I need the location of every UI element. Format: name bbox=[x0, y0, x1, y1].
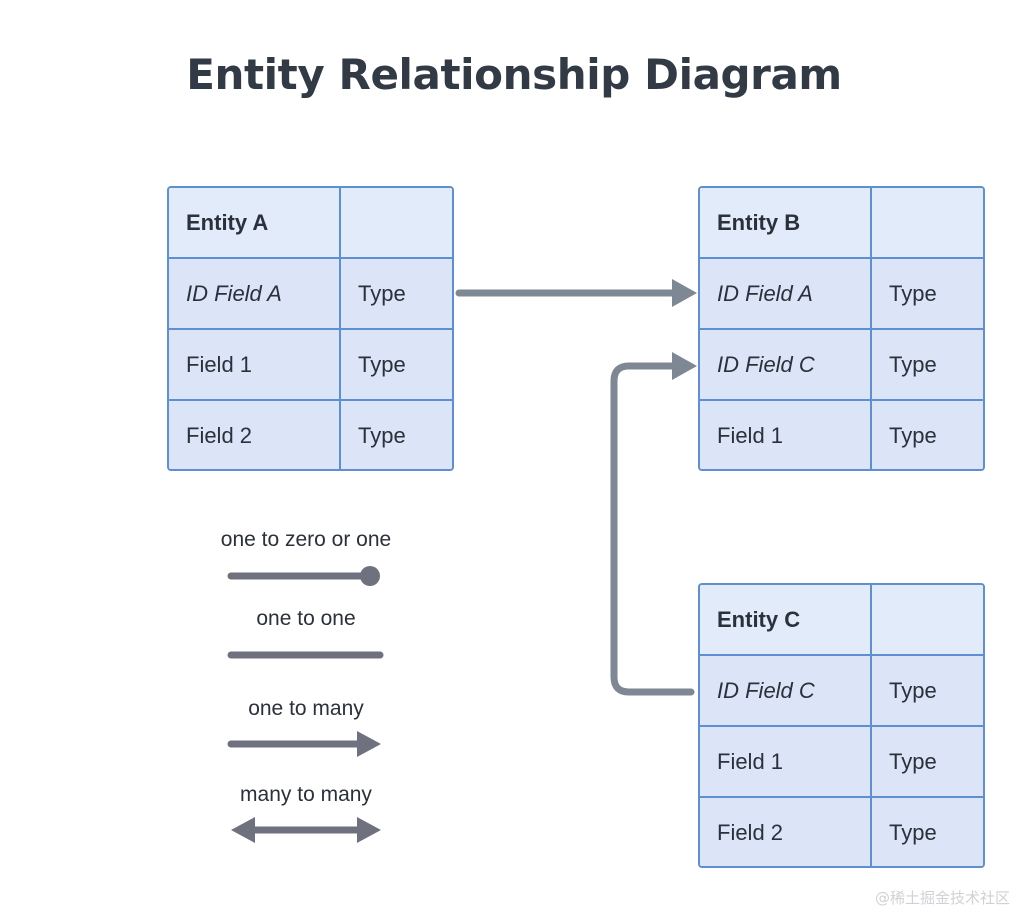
entity-c-field-1-name: Field 1 bbox=[700, 727, 872, 796]
entity-a-field-1-type: Type bbox=[341, 330, 452, 399]
entity-c-field-2-type: Type bbox=[872, 798, 983, 866]
entity-c-field-1-type: Type bbox=[872, 727, 983, 796]
entity-b-field-2-name: Field 1 bbox=[700, 401, 872, 469]
entity-b-field-1-type: Type bbox=[872, 330, 983, 399]
entity-c-field-0-type: Type bbox=[872, 656, 983, 725]
entity-table-entity-a[interactable]: Entity A ID Field A Type Field 1 Type Fi… bbox=[167, 186, 454, 471]
entity-a-name: Entity A bbox=[169, 188, 341, 257]
page-title: Entity Relationship Diagram bbox=[186, 50, 842, 99]
legend-marker-one-to-many bbox=[227, 731, 381, 757]
legend-marker-many-to-many bbox=[231, 817, 381, 843]
entity-b-field-row[interactable]: ID Field C Type bbox=[700, 330, 983, 401]
entity-a-field-row[interactable]: Field 2 Type bbox=[169, 401, 452, 469]
entity-a-field-0-name: ID Field A bbox=[169, 259, 341, 328]
connector-c-to-b bbox=[610, 352, 697, 696]
entity-a-field-row[interactable]: Field 1 Type bbox=[169, 330, 452, 401]
entity-a-field-0-type: Type bbox=[341, 259, 452, 328]
entity-table-entity-c[interactable]: Entity C ID Field C Type Field 1 Type Fi… bbox=[698, 583, 985, 868]
watermark: @稀土掘金技术社区 bbox=[874, 889, 1010, 907]
entity-table-entity-b[interactable]: Entity B ID Field A Type ID Field C Type… bbox=[698, 186, 985, 471]
entity-a-header-row: Entity A bbox=[169, 188, 452, 259]
entity-b-header-type bbox=[872, 188, 983, 257]
entity-a-field-2-type: Type bbox=[341, 401, 452, 469]
entity-a-header-type bbox=[341, 188, 452, 257]
entity-b-field-0-type: Type bbox=[872, 259, 983, 328]
entity-b-field-row[interactable]: Field 1 Type bbox=[700, 401, 983, 469]
legend-label-one-to-many: one to many bbox=[248, 697, 364, 720]
entity-c-header-row: Entity C bbox=[700, 585, 983, 656]
entity-b-field-0-name: ID Field A bbox=[700, 259, 872, 328]
entity-b-field-row[interactable]: ID Field A Type bbox=[700, 259, 983, 330]
entity-b-header-row: Entity B bbox=[700, 188, 983, 259]
entity-a-field-1-name: Field 1 bbox=[169, 330, 341, 399]
legend-label-many-to-many: many to many bbox=[240, 783, 372, 806]
legend-marker-one-to-zero-or-one bbox=[227, 566, 380, 586]
entity-c-field-row[interactable]: ID Field C Type bbox=[700, 656, 983, 727]
entity-c-header-type bbox=[872, 585, 983, 654]
entity-b-name: Entity B bbox=[700, 188, 872, 257]
entity-a-field-2-name: Field 2 bbox=[169, 401, 341, 469]
entity-c-field-2-name: Field 2 bbox=[700, 798, 872, 866]
entity-b-field-2-type: Type bbox=[872, 401, 983, 469]
entity-c-field-0-name: ID Field C bbox=[700, 656, 872, 725]
legend-label-one-to-zero-or-one: one to zero or one bbox=[220, 528, 392, 551]
entity-a-field-row[interactable]: ID Field A Type bbox=[169, 259, 452, 330]
entity-b-field-1-name: ID Field C bbox=[700, 330, 872, 399]
entity-c-field-row[interactable]: Field 2 Type bbox=[700, 798, 983, 866]
entity-c-name: Entity C bbox=[700, 585, 872, 654]
entity-c-field-row[interactable]: Field 1 Type bbox=[700, 727, 983, 798]
legend-label-one-to-one: one to one bbox=[256, 607, 356, 630]
connector-a-to-b bbox=[455, 279, 697, 307]
